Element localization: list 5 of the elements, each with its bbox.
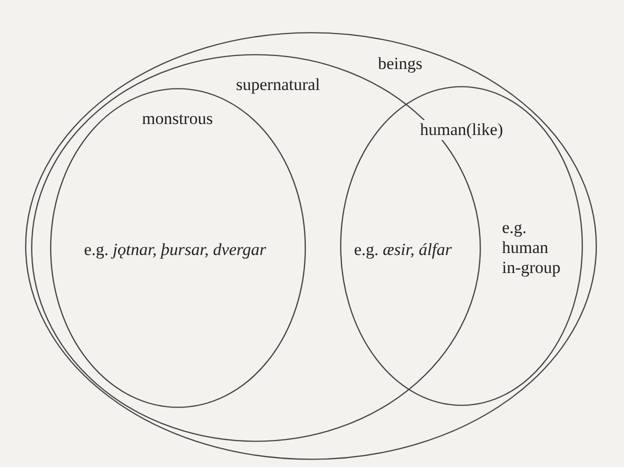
set-title: human(like): [418, 120, 506, 140]
example-text: e.g. æsir, álfar: [352, 240, 454, 260]
set-title: beings: [376, 54, 424, 74]
set-title: supernatural: [234, 75, 322, 95]
example-text: e.g. jǫtnar, þursar, dvergar: [82, 240, 268, 260]
